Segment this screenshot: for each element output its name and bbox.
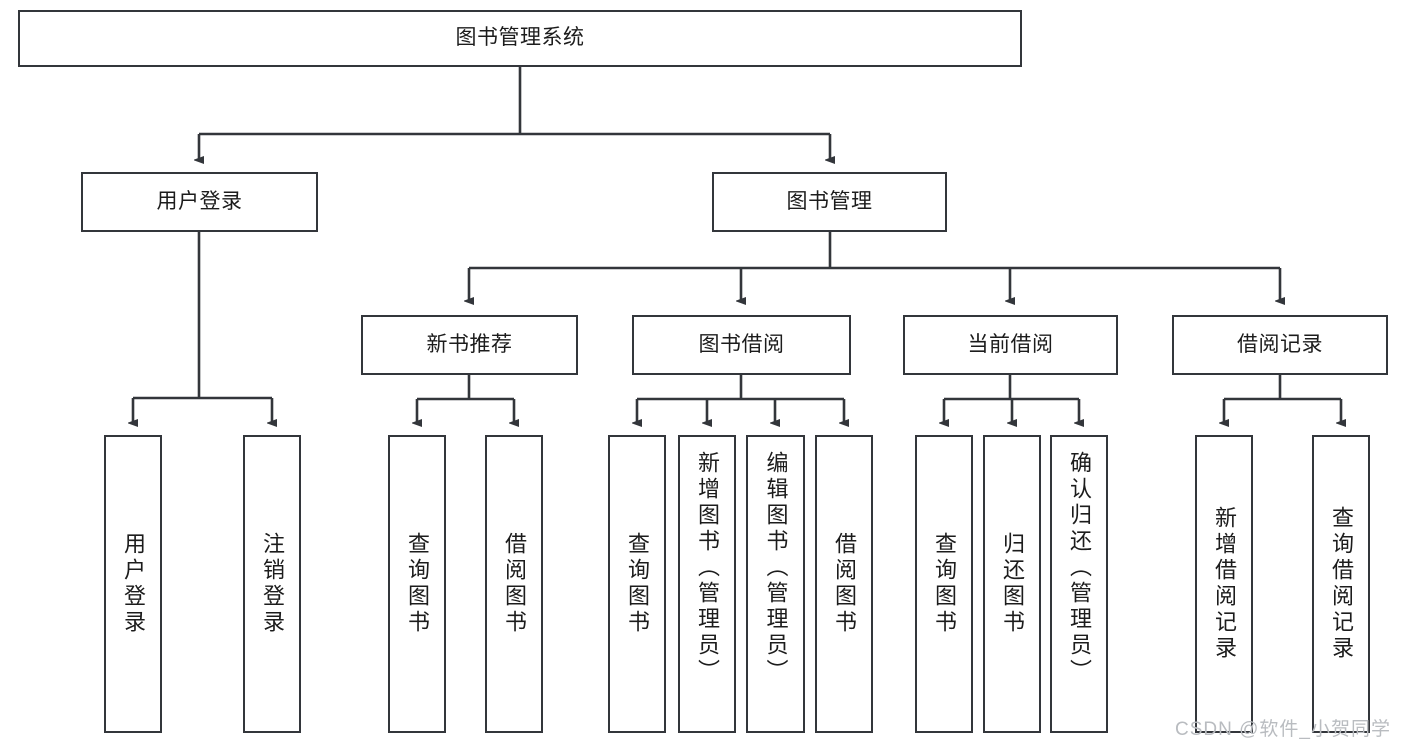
node-label: 用户登录 [121, 532, 146, 636]
node-label: 查询借阅记录 [1329, 506, 1354, 662]
node-label: 新增借阅记录 [1212, 506, 1237, 662]
leaf-return-book[interactable]: 归还图书 [983, 435, 1041, 733]
leaf-confirm-return-admin[interactable]: 确认归还（管理员） [1050, 435, 1108, 733]
leaf-query-book-recommend[interactable]: 查询图书 [388, 435, 446, 733]
node-label: 归还图书 [1000, 532, 1025, 636]
leaf-edit-book-admin[interactable]: 编辑图书（管理员） [746, 435, 805, 733]
node-label: 图书管理系统 [455, 26, 585, 50]
leaf-borrow-book-recommend[interactable]: 借阅图书 [485, 435, 543, 733]
node-new-book-recommend[interactable]: 新书推荐 [361, 315, 578, 375]
node-label: 新增图书（管理员） [695, 451, 720, 685]
node-label: 注销登录 [260, 532, 285, 636]
node-user-login[interactable]: 用户登录 [81, 172, 318, 232]
node-label: 编辑图书（管理员） [763, 451, 789, 685]
node-borrow-record[interactable]: 借阅记录 [1172, 315, 1388, 375]
node-label: 新书推荐 [426, 332, 513, 356]
leaf-logout[interactable]: 注销登录 [243, 435, 301, 733]
node-label: 用户登录 [156, 189, 243, 213]
node-label: 借阅图书 [502, 532, 527, 636]
node-book-borrow[interactable]: 图书借阅 [632, 315, 851, 375]
node-label: 借阅记录 [1237, 332, 1323, 356]
leaf-query-book-current[interactable]: 查询图书 [915, 435, 973, 733]
node-label: 确认归还（管理员） [1067, 451, 1092, 685]
node-current-borrow[interactable]: 当前借阅 [903, 315, 1118, 375]
leaf-query-borrow-record[interactable]: 查询借阅记录 [1312, 435, 1370, 733]
leaf-add-book-admin[interactable]: 新增图书（管理员） [678, 435, 736, 733]
node-label: 当前借阅 [967, 332, 1054, 356]
watermark-text: CSDN @软件_小贺同学 [1175, 719, 1391, 740]
node-label: 借阅图书 [832, 532, 857, 636]
node-label: 查询图书 [932, 532, 957, 636]
node-label: 图书借阅 [698, 332, 785, 356]
leaf-user-login[interactable]: 用户登录 [104, 435, 162, 733]
leaf-add-borrow-record[interactable]: 新增借阅记录 [1195, 435, 1253, 733]
node-label: 查询图书 [405, 532, 430, 636]
leaf-borrow-book[interactable]: 借阅图书 [815, 435, 873, 733]
leaf-query-book-borrow[interactable]: 查询图书 [608, 435, 666, 733]
node-label: 查询图书 [625, 532, 650, 636]
node-book-management[interactable]: 图书管理 [712, 172, 947, 232]
node-label: 图书管理 [786, 189, 873, 213]
node-root-system[interactable]: 图书管理系统 [18, 10, 1022, 67]
